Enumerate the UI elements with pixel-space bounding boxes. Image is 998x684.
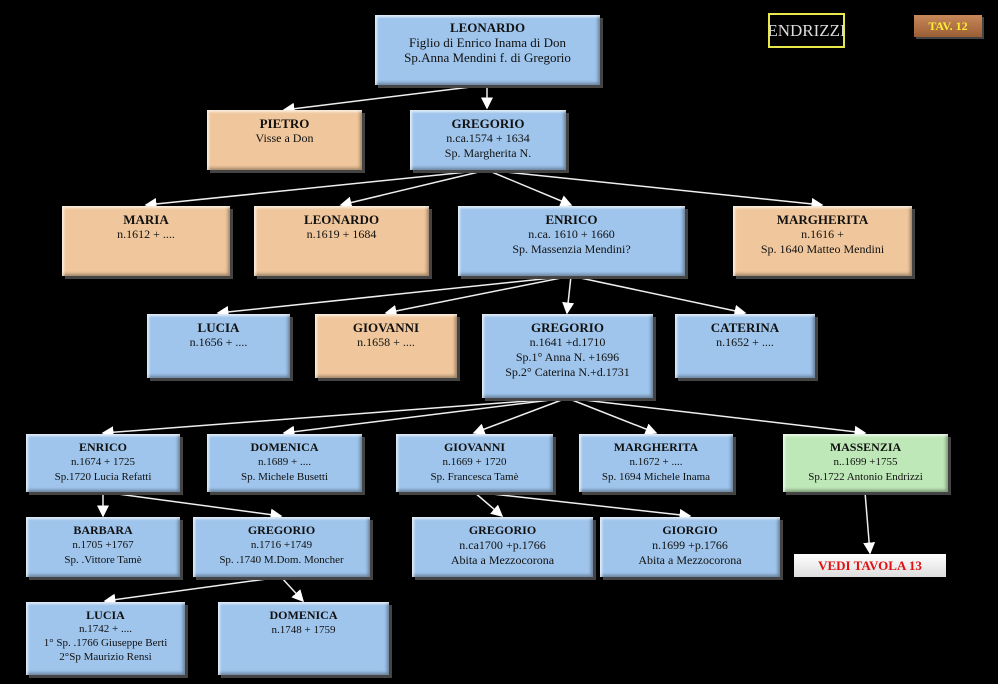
person-name: LUCIA — [86, 608, 125, 622]
person-detail: n.1658 + .... — [357, 335, 415, 349]
person-detail: Sp. .1740 M.Dom. Moncher — [219, 554, 344, 566]
person-name: MARGHERITA — [776, 212, 869, 227]
person-name: GIORGIO — [662, 523, 718, 537]
person-name: CATERINA — [710, 320, 780, 335]
person-name: MARGHERITA — [613, 440, 699, 454]
person-leonardo-root: LEONARDO Figlio di Enrico Inama di Don S… — [375, 15, 600, 85]
person-name: ENRICO — [545, 212, 598, 227]
person-detail: Sp.Anna Mendini f. di Gregorio — [404, 50, 571, 65]
table-number-badge: TAV. 12 — [914, 15, 982, 37]
person-detail: n.1656 + .... — [189, 335, 248, 349]
person-caterina: CATERINA n.1652 + .... — [675, 314, 815, 378]
person-detail: n.1705 +1767 — [72, 539, 134, 551]
person-detail: Sp. 1694 Michele Inama — [601, 471, 711, 483]
person-detail: Sp.1722 Antonio Endrizzi — [808, 471, 923, 483]
person-detail: n.ca1700 +p.1766 — [459, 538, 546, 552]
person-detail: Sp. Francesca Tamè — [430, 471, 519, 483]
person-domenica-1689: DOMENICA n.1689 + .... Sp. Michele Buset… — [207, 434, 362, 492]
person-detail: n.ca.1574 + 1634 — [446, 131, 530, 145]
person-name: PIETRO — [259, 116, 310, 131]
person-detail: n.1616 + — [801, 227, 844, 241]
person-detail: 2°Sp Maurizio Rensi — [59, 651, 152, 663]
person-giorgio: GIORGIO n.1699 +p.1766 Abita a Mezzocoro… — [600, 517, 780, 577]
person-enrico-1674: ENRICO n.1674 + 1725 Sp.1720 Lucia Refat… — [26, 434, 180, 492]
person-detail: n.1672 + .... — [629, 456, 683, 468]
person-enrico-1610: ENRICO n.ca. 1610 + 1660 Sp. Massenzia M… — [458, 206, 685, 276]
person-detail: n.1612 + .... — [117, 227, 175, 241]
person-name: DOMENICA — [269, 608, 338, 622]
person-name: GREGORIO — [468, 523, 537, 537]
person-detail: n.1619 + 1684 — [306, 227, 377, 241]
person-detail: n.1669 + 1720 — [442, 456, 507, 468]
person-gregorio-1574: GREGORIO n.ca.1574 + 1634 Sp. Margherita… — [410, 110, 566, 170]
person-leonardo-1619: LEONARDO n.1619 + 1684 — [254, 206, 429, 276]
person-name: LUCIA — [197, 320, 240, 335]
person-gregorio-1641: GREGORIO n.1641 +d.1710 Sp.1° Anna N. +1… — [482, 314, 653, 398]
person-name: LEONARDO — [449, 20, 526, 35]
person-detail: Sp. Margherita N. — [444, 146, 532, 160]
person-detail: n.1689 + .... — [258, 456, 311, 468]
person-detail: n.1742 + .... — [79, 623, 132, 635]
person-detail: n.1716 +1749 — [250, 539, 313, 551]
person-detail: n.1641 +d.1710 — [529, 335, 606, 349]
person-maria: MARIA n.1612 + .... — [62, 206, 230, 276]
person-name: GREGORIO — [451, 116, 525, 131]
family-title: ENDRIZZI — [767, 13, 846, 48]
person-detail: n.ca. 1610 + 1660 — [528, 227, 615, 241]
person-name: ENRICO — [78, 440, 127, 454]
person-margherita-1616: MARGHERITA n.1616 + Sp. 1640 Matteo Mend… — [733, 206, 912, 276]
person-detail: n.1699 +p.1766 — [652, 538, 728, 552]
person-detail: Sp. Michele Busetti — [240, 471, 329, 483]
person-giovanni-1658: GIOVANNI n.1658 + .... — [315, 314, 457, 378]
person-detail: n..1699 +1755 — [833, 456, 898, 468]
person-gregorio-1716: GREGORIO n.1716 +1749 Sp. .1740 M.Dom. M… — [193, 517, 370, 577]
person-detail: n.1748 + 1759 — [271, 624, 336, 636]
person-detail: n.1674 + 1725 — [71, 456, 135, 468]
person-lucia-1656: LUCIA n.1656 + .... — [147, 314, 290, 378]
person-lucia-1742: LUCIA n.1742 + .... 1° Sp. .1766 Giusepp… — [26, 602, 185, 675]
person-name: MASSENZIA — [829, 440, 902, 454]
person-name: DOMENICA — [250, 440, 319, 454]
person-detail: Visse a Don — [255, 131, 314, 145]
person-detail: Sp. 1640 Matteo Mendini — [760, 242, 885, 256]
person-name: BARBARA — [73, 523, 133, 537]
person-margherita-1672: MARGHERITA n.1672 + .... Sp. 1694 Michel… — [579, 434, 733, 492]
person-name: GIOVANNI — [443, 440, 506, 454]
see-table-13-link[interactable]: VEDI TAVOLA 13 — [794, 554, 946, 577]
person-detail: Abita a Mezzocorona — [450, 553, 555, 567]
person-name: GREGORIO — [247, 523, 316, 537]
person-name: GREGORIO — [531, 320, 604, 335]
person-detail: Abita a Mezzocorona — [638, 553, 742, 567]
person-name: GIOVANNI — [352, 320, 420, 335]
person-domenica-1748: DOMENICA n.1748 + 1759 — [218, 602, 389, 675]
person-barbara: BARBARA n.1705 +1767 Sp. .Vittore Tamè — [26, 517, 180, 577]
person-name: LEONARDO — [303, 212, 380, 227]
person-massenzia: MASSENZIA n..1699 +1755 Sp.1722 Antonio … — [783, 434, 948, 492]
person-giovanni-1669: GIOVANNI n.1669 + 1720 Sp. Francesca Tam… — [396, 434, 553, 492]
person-detail: Sp. .Vittore Tamè — [64, 554, 142, 566]
person-detail: n.1652 + .... — [716, 335, 774, 349]
person-detail: Sp.1° Anna N. +1696 — [515, 350, 620, 364]
person-gregorio-1700: GREGORIO n.ca1700 +p.1766 Abita a Mezzoc… — [412, 517, 593, 577]
person-detail: Figlio di Enrico Inama di Don — [408, 35, 567, 50]
person-pietro: PIETRO Visse a Don — [207, 110, 362, 170]
person-detail: Sp. Massenzia Mendini? — [512, 242, 631, 256]
person-detail: 1° Sp. .1766 Giuseppe Berti — [43, 637, 168, 649]
person-detail: Sp.2° Caterina N.+d.1731 — [505, 365, 630, 379]
person-name: MARIA — [123, 212, 169, 227]
person-detail: Sp.1720 Lucia Refatti — [54, 471, 152, 483]
